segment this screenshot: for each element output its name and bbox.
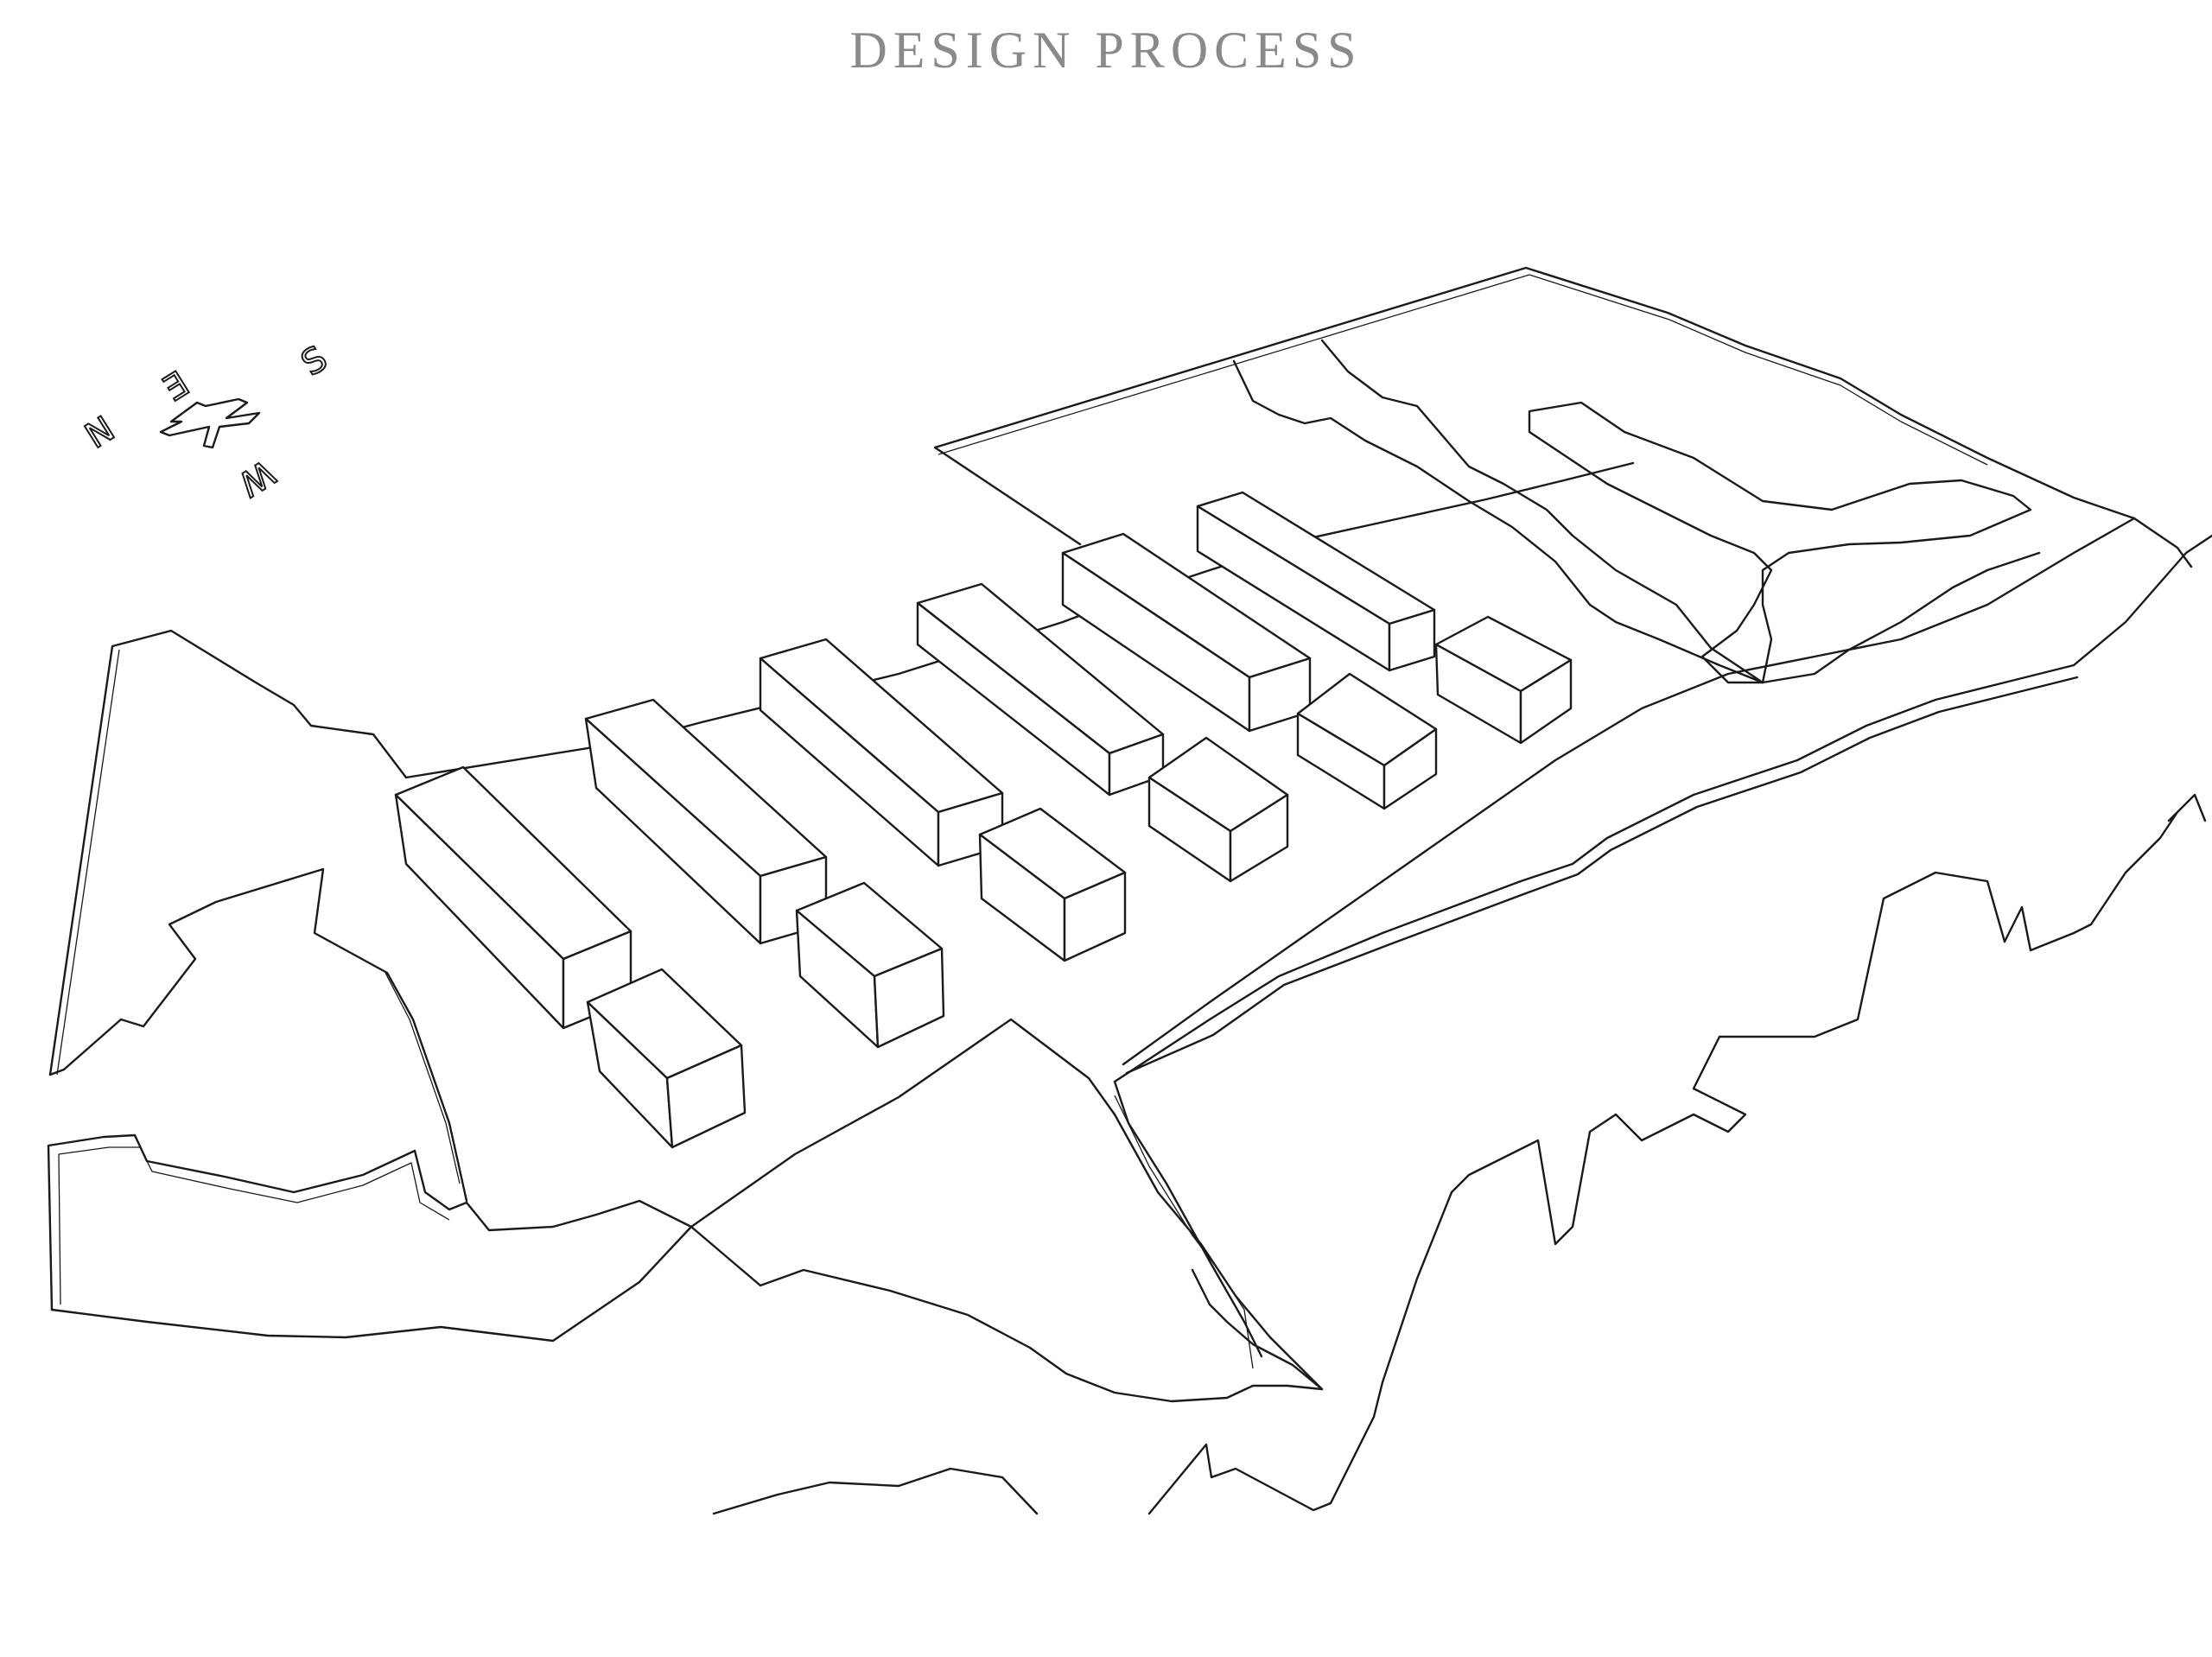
long-block [916, 582, 1165, 797]
long-block [1061, 532, 1312, 733]
south-shore-left [47, 1133, 693, 1311]
compass-cross [159, 397, 261, 449]
right-bank-shore-inner [1125, 676, 2079, 1075]
left-cove-inner [385, 972, 461, 1184]
south-shore-base [50, 1225, 1324, 1403]
page-title: DESIGN PROCESS [849, 22, 1363, 79]
left-cove [48, 867, 468, 1203]
compass-rose: N E S W [78, 338, 335, 505]
river-channel [1528, 401, 2032, 684]
small-blocks [586, 615, 1573, 1149]
long-block [394, 765, 632, 1030]
left-landform-edge [56, 649, 120, 1076]
right-bank-shore [1113, 534, 2212, 1083]
upper-plateau-left-edge [933, 446, 1082, 546]
small-block [795, 881, 945, 1049]
central-peninsula [690, 1018, 1324, 1391]
compass-east-label: E [156, 364, 196, 409]
small-block [586, 968, 747, 1149]
terrain-outline [47, 266, 2212, 1515]
bank-diagonal [1122, 517, 2136, 1066]
compass-south-label: S [295, 339, 334, 384]
central-spit [1113, 1080, 1263, 1358]
small-block [1147, 736, 1289, 883]
compass-west-label: W [232, 452, 282, 504]
upper-plateau-inner [938, 274, 1988, 466]
small-block [978, 807, 1127, 962]
south-shore-inner [58, 1146, 450, 1305]
small-block [1434, 615, 1573, 745]
upper-plateau [933, 266, 2193, 568]
bottom-left-coast [712, 1467, 1039, 1515]
lower-right-coast [1147, 793, 2207, 1515]
left-landform [48, 461, 1635, 1076]
ridge-right [1320, 339, 2041, 684]
small-block [1296, 672, 1438, 810]
compass-north-label: N [79, 409, 122, 457]
long-block [1196, 491, 1436, 672]
ridge-left [1232, 359, 1764, 684]
